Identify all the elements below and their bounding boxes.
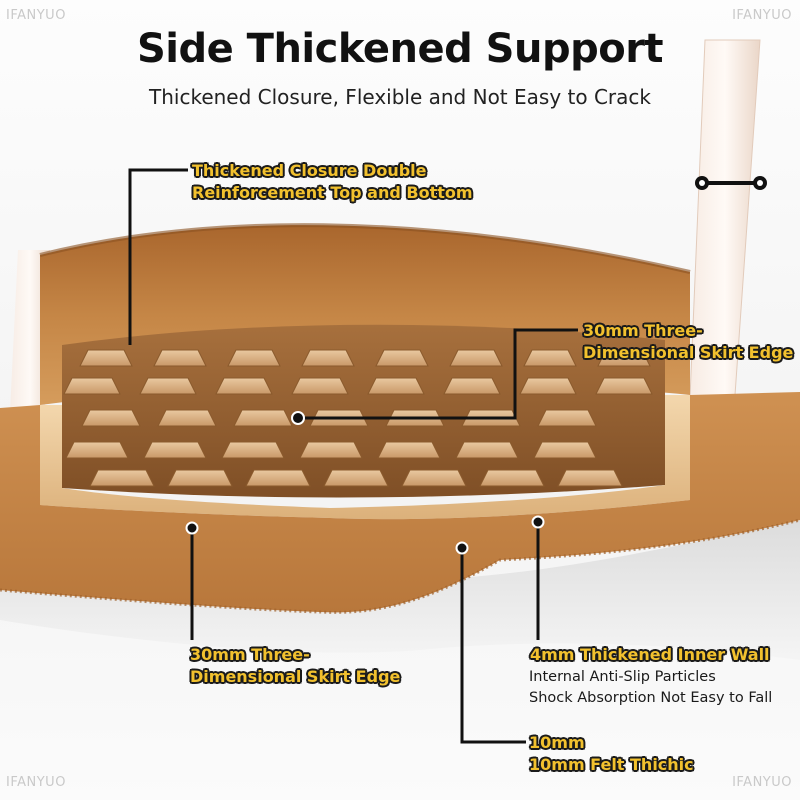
anti-slip-particle [557, 469, 623, 487]
dumbbell-icon [695, 176, 767, 190]
anti-slip-particle [519, 377, 577, 395]
anti-slip-particle [299, 441, 363, 459]
callout-line: Thickened Closure Double [192, 161, 427, 180]
anti-slip-particle [597, 349, 651, 367]
callout-skirt-edge-left: 30mm Three- Dimensional Skirt Edge [190, 644, 400, 688]
callout-line: Reinforcement Top and Bottom [192, 183, 473, 202]
anti-slip-particle [449, 349, 503, 367]
anti-slip-particle [79, 349, 133, 367]
page-title: Side Thickened Support [136, 26, 664, 72]
anti-slip-particle [245, 469, 311, 487]
callout-felt: 10mm 10mm Felt Thichic [529, 732, 694, 776]
watermark: IFANYUO [6, 775, 66, 790]
anti-slip-particle [301, 349, 355, 367]
inner-wall-detail: Internal Anti-Slip Particles [529, 669, 716, 685]
anti-slip-particle [375, 349, 429, 367]
callout-inner-wall: 4mm Thickened Inner Wall [530, 644, 770, 666]
anti-slip-particle [443, 377, 501, 395]
callout-line: 30mm Three- [583, 321, 703, 340]
anti-slip-particle [233, 409, 293, 427]
anti-slip-particle [533, 441, 597, 459]
anti-slip-particle [455, 441, 519, 459]
page-subtitle: Thickened Closure, Flexible and Not Easy… [149, 85, 651, 109]
anti-slip-particle [291, 377, 349, 395]
anti-slip-particle [65, 441, 129, 459]
anti-slip-particle [227, 349, 281, 367]
anti-slip-particle [595, 377, 653, 395]
anti-slip-particle [139, 377, 197, 395]
anti-slip-particle [167, 469, 233, 487]
anti-slip-particle [143, 441, 207, 459]
callout-line: Dimensional Skirt Edge [190, 667, 401, 686]
callout-heading: 4mm Thickened Inner Wall [530, 645, 770, 664]
watermark: IFANYUO [732, 775, 792, 790]
anti-slip-particle [323, 469, 389, 487]
anti-slip-particle [377, 441, 441, 459]
anti-slip-particle [401, 469, 467, 487]
leader-lines [128, 168, 578, 744]
inner-wall-detail: Shock Absorption Not Easy to Fall [529, 690, 773, 706]
anti-slip-particle [81, 409, 141, 427]
anti-slip-particle [63, 377, 121, 395]
anti-slip-particle [89, 469, 155, 487]
callout-line: Dimensional Skirt Edge [583, 343, 794, 362]
callout-line: 10mm [529, 733, 585, 752]
watermark: IFANYUO [732, 8, 792, 23]
anti-slip-particle [523, 349, 577, 367]
anti-slip-particle [157, 409, 217, 427]
anti-slip-particle [479, 469, 545, 487]
anti-slip-particle [367, 377, 425, 395]
anti-slip-particle [537, 409, 597, 427]
callout-line: 30mm Three- [190, 645, 310, 664]
leader-dots [185, 411, 545, 555]
anti-slip-particle [215, 377, 273, 395]
callout-skirt-edge-right: 30mm Three- Dimensional Skirt Edge [583, 320, 793, 364]
anti-slip-particle [221, 441, 285, 459]
callout-line: 10mm Felt Thichic [529, 755, 694, 774]
anti-slip-particle [153, 349, 207, 367]
callout-closure: Thickened Closure Double Reinforcement T… [192, 160, 473, 204]
watermark: IFANYUO [6, 8, 66, 23]
